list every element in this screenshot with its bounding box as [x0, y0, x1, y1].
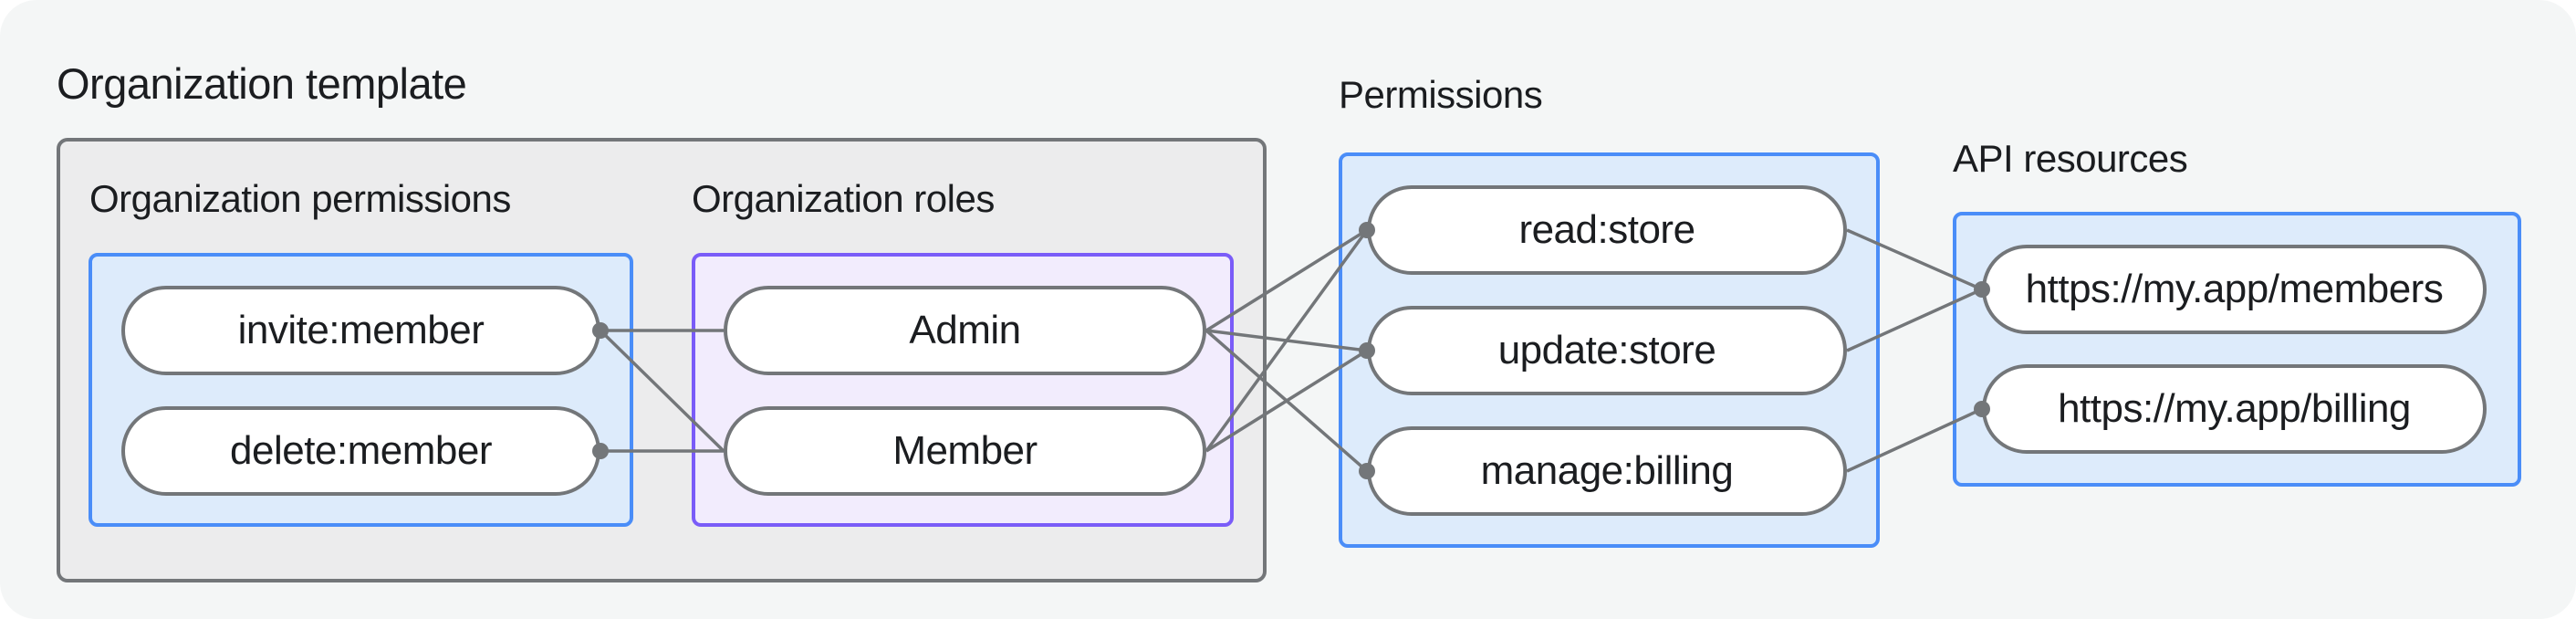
- node-manage-billing: manage:billing: [1367, 426, 1847, 516]
- node-read-store: read:store: [1367, 185, 1847, 275]
- org-template-title: Organization template: [57, 59, 467, 108]
- org-roles-label: Organization roles: [692, 177, 995, 220]
- api-resources-label: API resources: [1953, 137, 2188, 180]
- node-invite-member: invite:member: [121, 286, 600, 375]
- node-update-store: update:store: [1367, 306, 1847, 395]
- node-admin: Admin: [724, 286, 1206, 375]
- node-members-url: https://my.app/members: [1982, 245, 2487, 334]
- node-delete-member: delete:member: [121, 406, 600, 496]
- permissions-label: Permissions: [1339, 73, 1543, 116]
- node-member: Member: [724, 406, 1206, 496]
- org-permissions-label: Organization permissions: [89, 177, 511, 220]
- node-billing-url: https://my.app/billing: [1982, 364, 2487, 454]
